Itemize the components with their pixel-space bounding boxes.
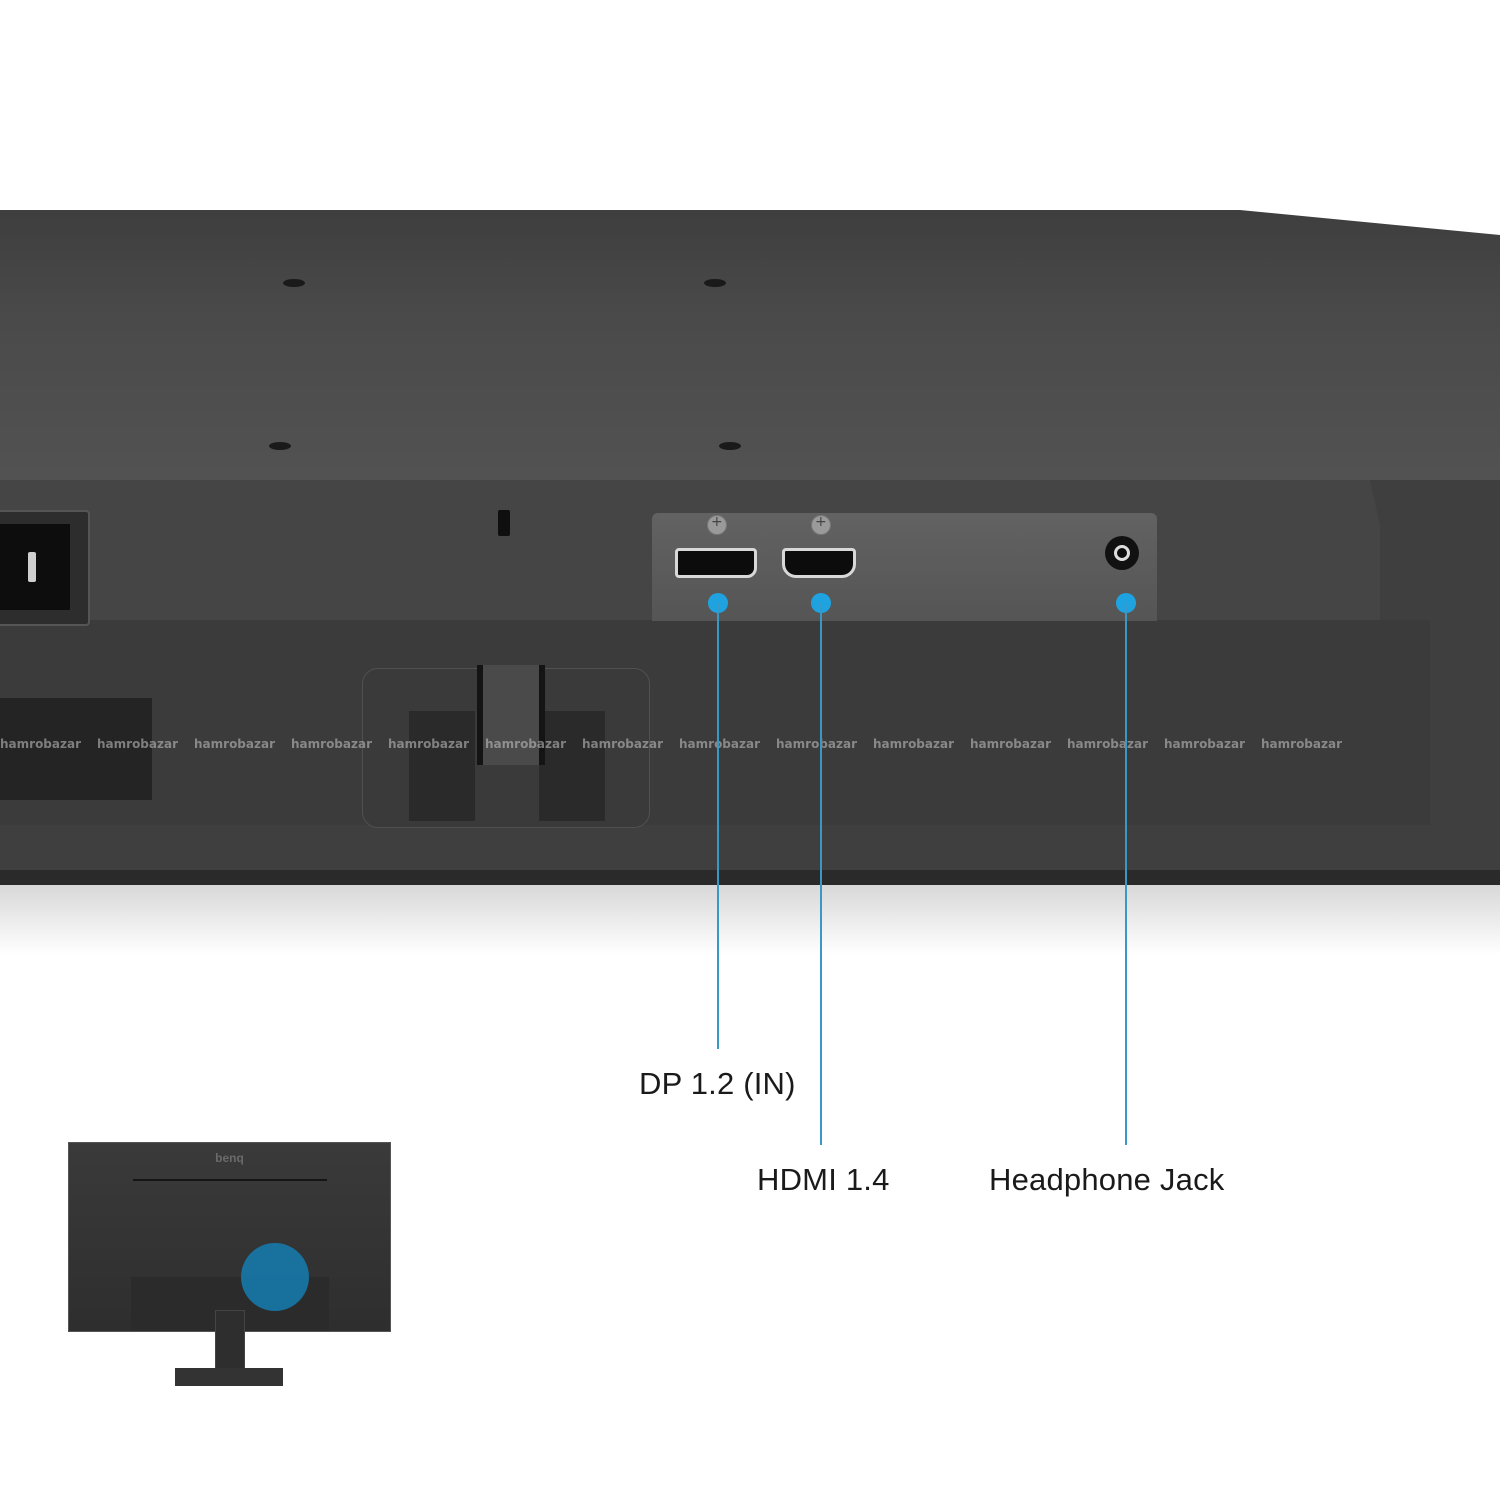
thumbnail-highlight-circle (241, 1243, 309, 1311)
displayport-icon (675, 548, 757, 578)
audio-jack-icon (1105, 536, 1139, 570)
vesa-hole-icon (704, 279, 726, 287)
screw-icon (707, 514, 727, 535)
io-recess-shelf (0, 620, 1430, 825)
label-dp: DP 1.2 (IN) (639, 1066, 796, 1101)
stand-mount-bracket (362, 665, 650, 828)
brand-logo: benq (215, 1151, 244, 1165)
label-plate (0, 698, 152, 800)
hdmi-icon (782, 548, 856, 578)
thumbnail-stand-neck (215, 1310, 245, 1374)
callout-line-dp (717, 603, 719, 1049)
monitor-thumbnail: benq (68, 1142, 391, 1332)
rear-casing-upper (0, 210, 1500, 480)
vesa-hole-icon (269, 442, 291, 450)
kensington-lock-icon (498, 510, 510, 536)
label-hdmi: HDMI 1.4 (757, 1162, 890, 1197)
callout-line-hdmi (820, 603, 822, 1145)
thumbnail-stand-base (175, 1368, 283, 1386)
callout-line-headphone (1125, 603, 1127, 1145)
vesa-hole-icon (719, 442, 741, 450)
vesa-hole-icon (283, 279, 305, 287)
screw-icon (811, 514, 831, 535)
floor-shadow (0, 885, 1500, 955)
label-headphone: Headphone Jack (989, 1162, 1225, 1197)
rear-casing-bottom-edge (0, 870, 1500, 885)
power-socket-icon (0, 510, 90, 626)
